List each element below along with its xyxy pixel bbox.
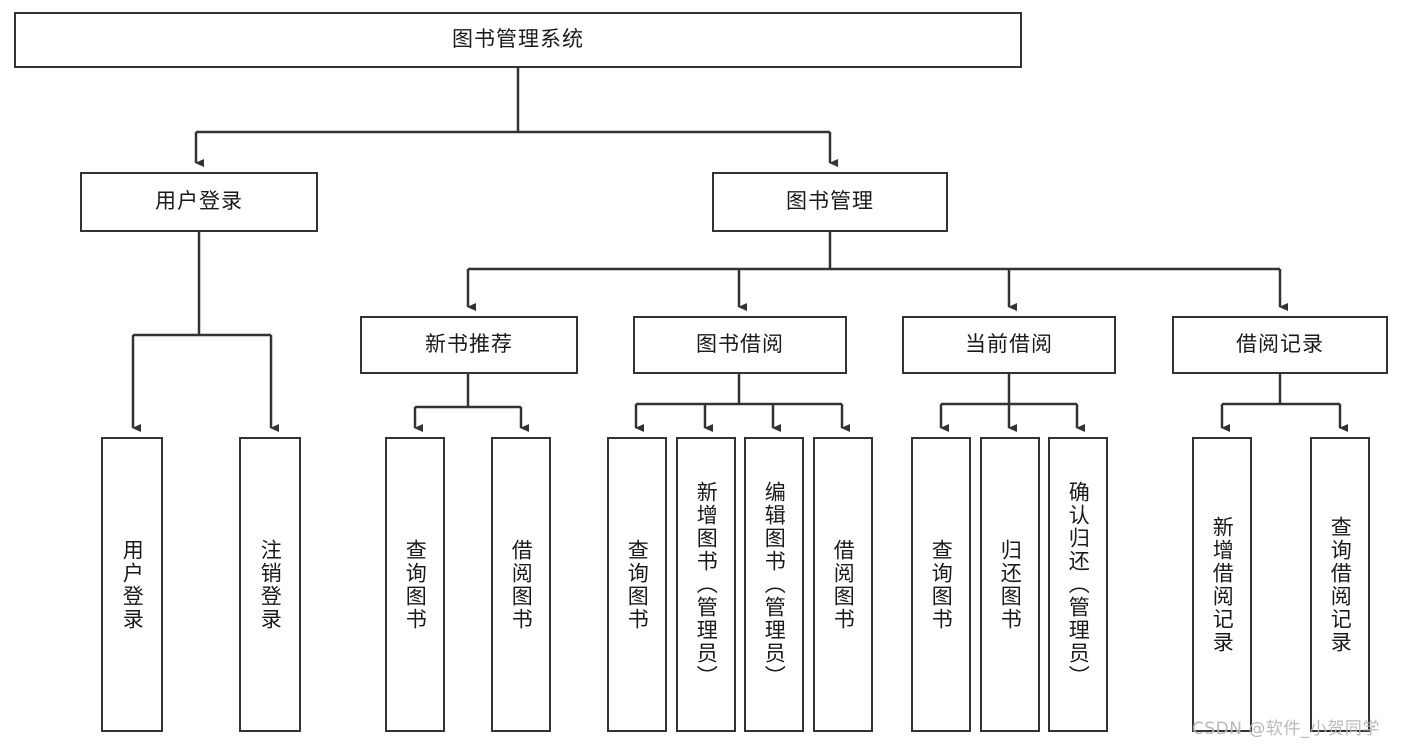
leaf-current-return-book[interactable]: 归还图书 (980, 437, 1040, 732)
node-user-login[interactable]: 用户登录 (80, 172, 318, 232)
csdn-watermark: CSDN @软件_小贺同学 (1192, 719, 1380, 739)
leaf-record-query-borrow-record[interactable]: 查询借阅记录 (1310, 437, 1370, 732)
node-current-borrow[interactable]: 当前借阅 (902, 316, 1116, 374)
leaf-current-confirm-return-admin[interactable]: 确认归还（管理员） (1048, 437, 1108, 732)
leaf-recommend-borrow-book[interactable]: 借阅图书 (491, 437, 551, 732)
leaf-user-logout[interactable]: 注销登录 (239, 437, 301, 732)
leaf-current-query-book[interactable]: 查询图书 (911, 437, 971, 732)
leaf-user-login[interactable]: 用户登录 (101, 437, 163, 732)
node-book-manage[interactable]: 图书管理 (712, 172, 948, 232)
node-book-borrow[interactable]: 图书借阅 (633, 316, 847, 374)
node-new-book-recommend[interactable]: 新书推荐 (360, 316, 578, 374)
leaf-borrow-query-book[interactable]: 查询图书 (607, 437, 667, 732)
leaf-recommend-query-book[interactable]: 查询图书 (385, 437, 445, 732)
leaf-borrow-add-book-admin[interactable]: 新增图书（管理员） (676, 437, 736, 732)
node-borrow-record[interactable]: 借阅记录 (1172, 316, 1388, 374)
leaf-borrow-edit-book-admin[interactable]: 编辑图书（管理员） (744, 437, 804, 732)
node-root-system[interactable]: 图书管理系统 (14, 12, 1022, 68)
leaf-borrow-borrow-book[interactable]: 借阅图书 (813, 437, 873, 732)
leaf-record-add-borrow-record[interactable]: 新增借阅记录 (1192, 437, 1252, 732)
